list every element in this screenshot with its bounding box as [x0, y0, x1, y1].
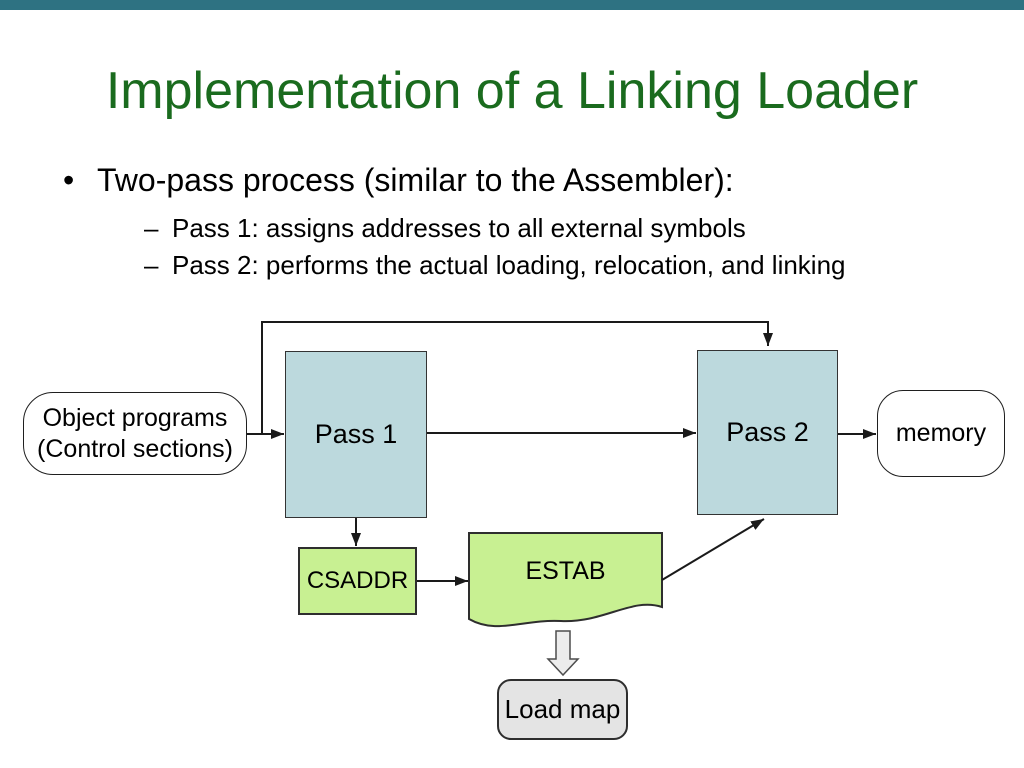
object-programs-label-line2: (Control sections)	[37, 434, 233, 463]
node-estab: ESTAB	[469, 556, 662, 586]
top-accent-bar	[0, 0, 1024, 10]
node-object-programs: Object programs (Control sections)	[23, 392, 247, 475]
load-map-label: Load map	[504, 694, 621, 724]
node-pass2: Pass 2	[697, 350, 838, 515]
node-csaddr: CSADDR	[298, 547, 417, 615]
dash-marker: –	[144, 213, 159, 243]
pass2-label: Pass 2	[726, 417, 809, 447]
node-memory: memory	[877, 390, 1005, 477]
estab-document-shape	[468, 532, 663, 628]
arrow-object-to-pass2	[261, 321, 773, 434]
page-title: Implementation of a Linking Loader	[105, 62, 919, 120]
node-pass1: Pass 1	[285, 351, 427, 518]
dash-marker: –	[144, 250, 159, 280]
memory-label: memory	[895, 419, 987, 447]
csaddr-label: CSADDR	[306, 567, 409, 594]
pass1-label: Pass 1	[314, 419, 398, 449]
estab-label: ESTAB	[525, 556, 606, 585]
block-arrow-down	[546, 630, 580, 677]
bullet-sub-2-text: Pass 2: performs the actual loading, rel…	[172, 250, 846, 280]
object-programs-label-line1: Object programs	[42, 404, 228, 432]
node-load-map: Load map	[497, 679, 628, 740]
bullet-main-text: Two-pass process (similar to the Assembl…	[97, 162, 734, 198]
arrow-estab-to-pass2	[661, 518, 765, 581]
bullet-sub-1-text: Pass 1: assigns addresses to all externa…	[172, 213, 746, 243]
bullet-dot-marker: •	[63, 162, 75, 198]
